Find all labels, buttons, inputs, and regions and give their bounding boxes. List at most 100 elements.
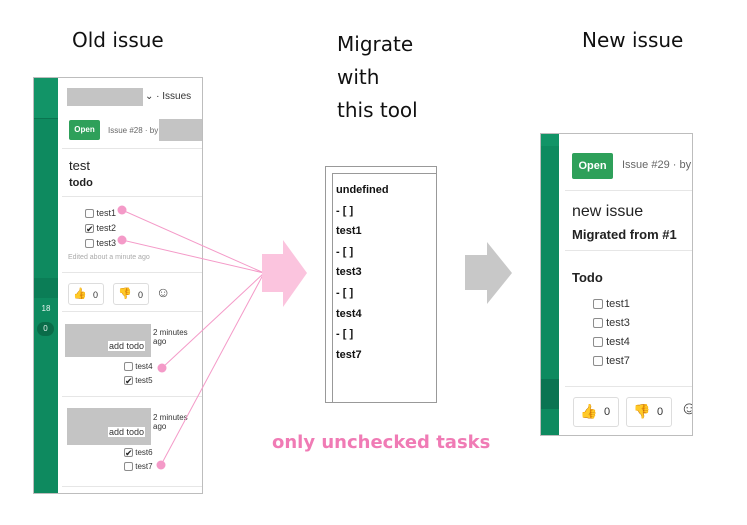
marker-dot-test7 bbox=[156, 460, 166, 470]
migrate-heading-line-3: this tool bbox=[337, 98, 418, 122]
comment-task-list: test6 test7 bbox=[124, 446, 153, 474]
task-checkbox[interactable] bbox=[593, 318, 603, 329]
thumbs-down-count: 0 bbox=[138, 290, 144, 300]
thumbs-down-icon: 👎 bbox=[118, 288, 132, 300]
sidebar-count-badge: 0 bbox=[37, 322, 54, 336]
issue-ref: Issue #29 · by bbox=[622, 159, 692, 171]
task-checkbox[interactable] bbox=[124, 362, 133, 372]
task-label: test6 bbox=[135, 448, 153, 457]
thumbs-up-count: 0 bbox=[604, 406, 611, 418]
comment-body: add todo bbox=[108, 427, 146, 437]
task-label: test3 bbox=[96, 238, 117, 248]
new-issue-heading: New issue bbox=[582, 28, 684, 52]
task-checkbox[interactable] bbox=[85, 222, 94, 237]
gitlab-sidebar: 18 0 bbox=[34, 78, 58, 493]
thumbs-up-icon: 👍 bbox=[580, 403, 598, 419]
task-label: test7 bbox=[606, 355, 630, 367]
open-status-badge: Open bbox=[69, 120, 100, 140]
sidebar-count-2: 0 bbox=[43, 324, 48, 333]
task-label: test3 bbox=[606, 317, 630, 329]
add-reaction-smiley-icon[interactable]: ☺ bbox=[680, 398, 692, 419]
task-item[interactable]: test6 bbox=[124, 446, 153, 460]
task-checkbox[interactable] bbox=[85, 239, 94, 249]
task-checkbox[interactable] bbox=[124, 446, 133, 460]
old-issue-heading: Old issue bbox=[72, 28, 164, 52]
output-line: test3 bbox=[336, 266, 362, 279]
marker-dot-test1 bbox=[117, 205, 127, 215]
task-checkbox[interactable] bbox=[124, 462, 133, 472]
marker-dot-test3 bbox=[117, 235, 127, 245]
edited-note: Edited about a minute ago bbox=[68, 254, 150, 261]
task-checkbox[interactable] bbox=[593, 299, 603, 310]
output-line: - [ ] bbox=[336, 328, 354, 341]
old-task-list: test1 test2 test3 bbox=[85, 206, 116, 251]
breadcrumb[interactable]: ⌄ · Issues bbox=[145, 91, 191, 102]
connector-line-test1 bbox=[121, 209, 265, 274]
redacted-commenter-2 bbox=[67, 408, 151, 445]
tool-output-lines: undefined - [ ] test1 - [ ] test3 - [ ] … bbox=[336, 180, 389, 365]
redacted-author bbox=[159, 119, 202, 141]
comment-time: 2 minutes ago bbox=[153, 413, 188, 431]
task-checkbox[interactable] bbox=[124, 374, 133, 388]
thumbs-up-count: 0 bbox=[93, 290, 99, 300]
thumbs-up-reaction[interactable]: 👍 0 bbox=[573, 397, 619, 427]
old-issue-panel: 18 0 ⌄ · Issues Open Issue #28 · by test… bbox=[33, 77, 203, 494]
thumbs-up-icon: 👍 bbox=[73, 288, 87, 300]
issue-description: todo bbox=[69, 177, 93, 189]
migrate-heading: Migrate with this tool bbox=[337, 28, 418, 127]
output-line: test7 bbox=[336, 348, 362, 361]
task-item[interactable]: test5 bbox=[124, 374, 153, 388]
issue-title: test bbox=[69, 158, 90, 173]
output-line: - [ ] bbox=[336, 204, 354, 217]
comment-body: add todo bbox=[108, 341, 146, 351]
task-item[interactable]: test7 bbox=[593, 352, 630, 371]
tool-output-panel: undefined - [ ] test1 - [ ] test3 - [ ] … bbox=[325, 166, 437, 403]
thumbs-down-reaction[interactable]: 👎 0 bbox=[113, 283, 149, 305]
task-label: test4 bbox=[135, 362, 153, 371]
comment-time: 2 minutes ago bbox=[153, 328, 188, 346]
thumbs-down-count: 0 bbox=[657, 406, 664, 418]
marker-dot-test4 bbox=[157, 363, 167, 373]
task-checkbox[interactable] bbox=[593, 356, 603, 367]
task-item[interactable]: test1 bbox=[593, 295, 630, 314]
comment-task-list: test4 test5 bbox=[124, 360, 153, 388]
issues-link[interactable]: · Issues bbox=[156, 91, 192, 102]
chevron-down-icon[interactable]: ⌄ bbox=[145, 91, 154, 102]
todo-heading: Todo bbox=[572, 270, 603, 285]
task-label: test1 bbox=[606, 298, 630, 310]
migrate-heading-line-1: Migrate bbox=[337, 32, 414, 56]
output-line: - [ ] bbox=[336, 245, 354, 258]
task-item[interactable]: test4 bbox=[593, 333, 630, 352]
connector-line-test4 bbox=[161, 272, 265, 369]
task-label: test1 bbox=[96, 208, 117, 218]
task-label: test4 bbox=[606, 336, 630, 348]
task-label: test2 bbox=[96, 223, 117, 233]
thumbs-up-reaction[interactable]: 👍 0 bbox=[68, 283, 104, 305]
gitlab-sidebar bbox=[541, 134, 559, 435]
connector-line-test3 bbox=[121, 239, 265, 274]
task-label: test7 bbox=[135, 462, 153, 471]
issue-ref: Issue #28 · by bbox=[108, 126, 159, 135]
issue-title: new issue bbox=[572, 203, 644, 220]
task-checkbox[interactable] bbox=[593, 337, 603, 348]
task-item[interactable]: test1 bbox=[85, 206, 116, 221]
add-reaction-smiley-icon[interactable]: ☺ bbox=[156, 284, 171, 300]
connector-line-test7 bbox=[160, 272, 265, 466]
thumbs-down-reaction[interactable]: 👎 0 bbox=[626, 397, 672, 427]
sidebar-count-1: 18 bbox=[41, 304, 51, 313]
redacted-commenter-1 bbox=[65, 324, 151, 357]
thumbs-down-icon: 👎 bbox=[633, 403, 651, 419]
task-item[interactable]: test7 bbox=[124, 460, 153, 474]
redacted-project-name bbox=[67, 88, 143, 106]
migrate-heading-line-2: with bbox=[337, 65, 380, 89]
pink-arrow-icon bbox=[262, 240, 307, 307]
task-checkbox[interactable] bbox=[85, 209, 94, 219]
output-line: - [ ] bbox=[336, 286, 354, 299]
caption: only unchecked tasks bbox=[272, 432, 491, 453]
task-item[interactable]: test2 bbox=[85, 221, 117, 237]
task-item[interactable]: test4 bbox=[124, 360, 153, 374]
task-item[interactable]: test3 bbox=[85, 236, 116, 251]
new-issue-panel: Open Issue #29 · by new issue Migrated f… bbox=[540, 133, 693, 436]
task-item[interactable]: test3 bbox=[593, 314, 630, 333]
